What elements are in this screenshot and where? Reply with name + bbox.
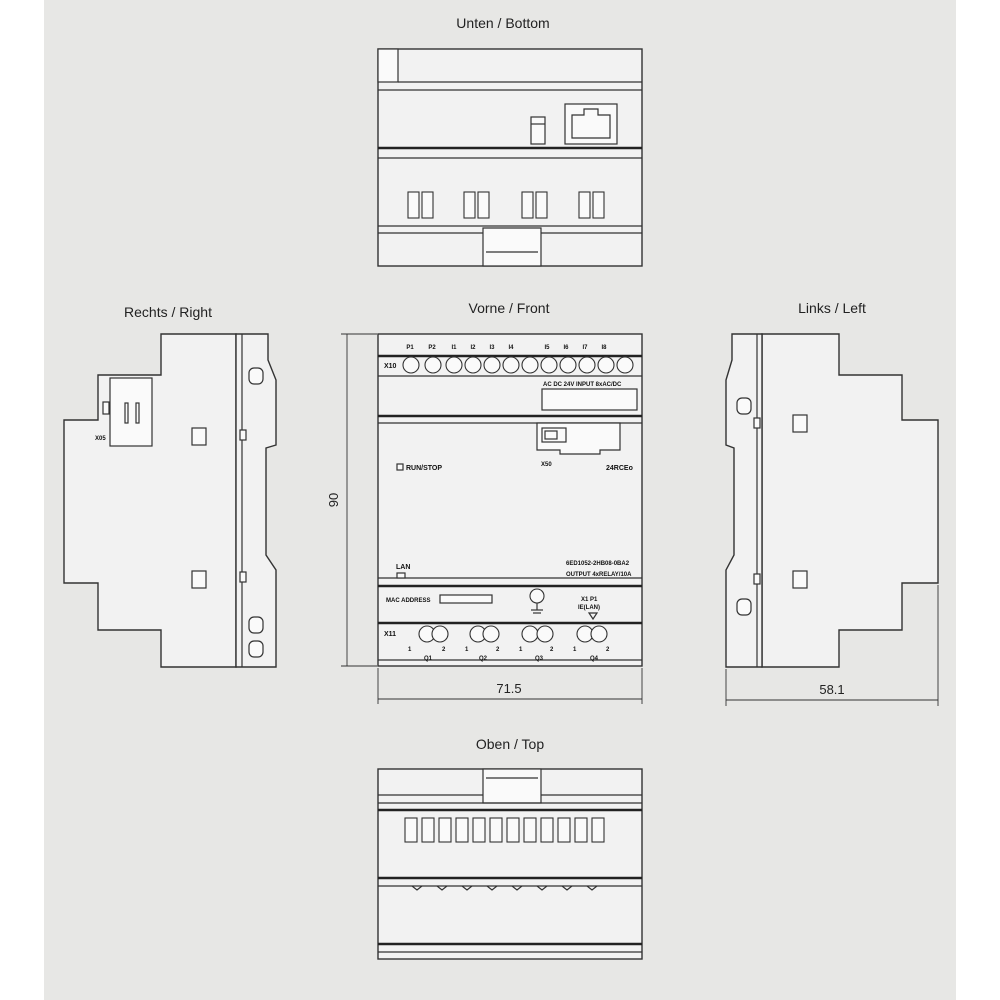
output-q3: 1 2 Q3 [519,625,554,662]
svg-text:1: 1 [573,647,577,653]
connector-x05-icon [102,377,153,447]
x05-label: X05 [95,436,106,442]
x10-label: X10 [384,363,397,370]
svg-text:2: 2 [496,647,500,653]
lan-arrow-icon [587,612,599,621]
model-label: 24RCEo [606,465,633,472]
input-label-i6: I6 [563,345,569,351]
depth-dimension: 58.1 [725,585,939,706]
output-q4: 1 2 Q4 [573,625,610,662]
width-value: 71.5 [496,681,521,696]
svg-text:1: 1 [519,647,523,653]
bottom-terminal-row [407,191,605,219]
height-dimension: 90 [326,333,377,667]
svg-text:1: 1 [465,647,469,653]
mac-address-label: MAC ADDRESS [386,598,430,604]
x1p1-label: X1 P1 [581,597,598,603]
run-stop-led [396,463,404,471]
microsd-slot-icon [530,116,546,145]
output-label-q1: Q1 [424,656,433,662]
top-view-title: Oben / Top [476,736,544,752]
x50-card-slot [536,422,621,455]
output-rating-label: OUTPUT 4xRELAY/10A [566,572,632,578]
input-rating-label: AC DC 24V INPUT 8xAC/DC [543,382,622,388]
svg-text:2: 2 [550,647,554,653]
input-label-i8: I8 [601,345,607,351]
top-terminal-row [404,817,605,843]
depth-value: 58.1 [819,682,844,697]
input-label-i5: I5 [544,345,550,351]
ground-icon [529,588,545,614]
input-label-i2: I2 [470,345,476,351]
run-stop-label: RUN/STOP [406,465,442,472]
output-label-q4: Q4 [590,656,599,662]
ie-lan-label: IE(LAN) [578,605,600,611]
ethernet-port-icon [564,103,618,145]
input-label-i1: I1 [451,345,457,351]
input-label-p2: P2 [428,345,436,351]
output-terminal-block: X11 1 2 Q1 1 2 Q2 1 2 Q3 [384,625,610,662]
lan-label: LAN [396,564,410,571]
left-latch-upper [792,414,808,433]
height-value: 90 [326,493,341,507]
top-view [377,768,643,960]
right-latch-lower [191,570,207,589]
input-label-p1: P1 [406,345,414,351]
output-q2: 1 2 Q2 [465,625,500,662]
mac-address-field [439,594,493,604]
front-view-title: Vorne / Front [469,300,550,316]
right-view: X05 [63,333,277,668]
left-view [725,333,939,668]
right-view-title: Rechts / Right [124,304,212,320]
right-latch-upper [191,427,207,446]
input-label-window [541,388,638,411]
output-q1: 1 2 Q1 [408,625,449,662]
output-label-q3: Q3 [535,656,544,662]
x11-label: X11 [384,631,396,638]
svg-text:1: 1 [408,647,412,653]
top-din-clip-icon [482,768,542,804]
x50-label: X50 [541,462,552,468]
front-view: X10 P1 P2 I1 I2 I3 I4 I5 I6 I7 I8 [377,333,643,667]
svg-text:2: 2 [442,647,446,653]
order-number-label: 6ED1052-2HB08-0BA2 [566,561,630,567]
input-label-i4: I4 [508,345,514,351]
input-terminal-block: X10 P1 P2 I1 I2 I3 I4 I5 I6 I7 I8 [384,345,634,374]
left-view-title: Links / Left [798,300,866,316]
output-label-q2: Q2 [479,656,488,662]
width-dimension: 71.5 [377,668,643,704]
svg-text:2: 2 [606,647,610,653]
lan-led [396,572,406,579]
bottom-view-title: Unten / Bottom [456,15,549,31]
input-label-i7: I7 [582,345,588,351]
input-label-i3: I3 [489,345,495,351]
left-latch-lower [792,570,808,589]
din-clip-icon [482,227,542,267]
bottom-view [377,48,643,267]
